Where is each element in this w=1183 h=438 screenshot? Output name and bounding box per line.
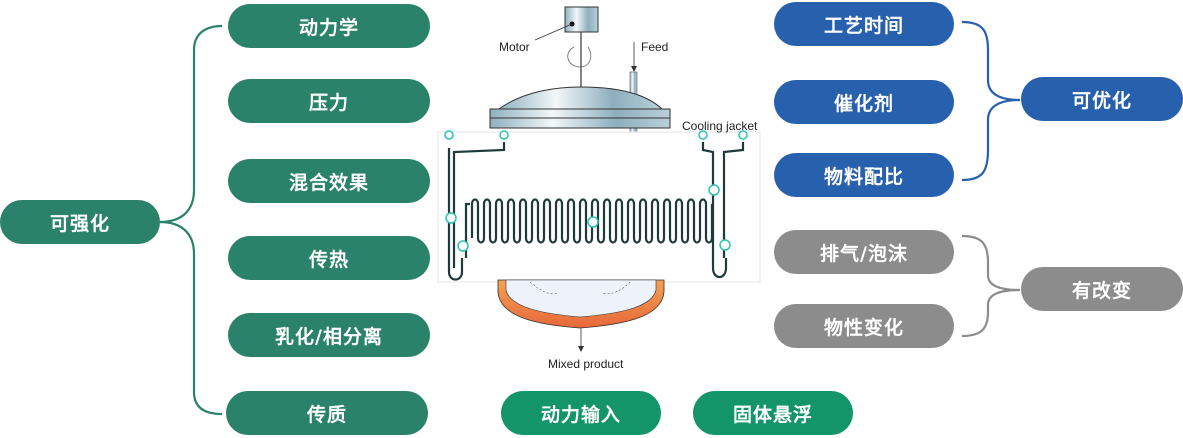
change-brace-lower <box>961 288 1021 338</box>
optimize-brace-upper <box>961 20 1021 102</box>
enhance-item-kinetics[interactable]: 动力学 <box>228 4 430 48</box>
optimize-item-ratio[interactable]: 物料配比 <box>774 153 954 197</box>
enhance-item-mixing[interactable]: 混合效果 <box>228 159 430 203</box>
change-item-property[interactable]: 物性变化 <box>774 304 954 348</box>
enhance-item-label: 混合效果 <box>288 171 369 194</box>
optimize-item-process-time[interactable]: 工艺时间 <box>774 2 954 46</box>
enhance-item-label: 传热 <box>308 248 349 271</box>
reactor-lid <box>497 86 664 110</box>
optimize-item-catalyst[interactable]: 催化剂 <box>774 80 954 124</box>
bottom-item-label: 动力输入 <box>540 403 621 426</box>
cooling-jacket-label: Cooling jacket <box>682 119 758 133</box>
enhance-root-node[interactable]: 可强化 <box>0 200 160 244</box>
optimize-root-label: 可优化 <box>1071 89 1132 112</box>
feed-label: Feed <box>641 40 669 54</box>
enhance-item-label: 乳化/相分离 <box>275 325 383 348</box>
enhance-item-label: 传质 <box>306 403 347 426</box>
optimize-root-node[interactable]: 可优化 <box>1021 77 1183 121</box>
motor-label: Motor <box>499 40 530 54</box>
optimize-item-label: 物料配比 <box>823 165 904 188</box>
mixed-product-label: Mixed product <box>548 357 624 371</box>
bottom-item-power-input[interactable]: 动力输入 <box>501 391 661 435</box>
optimize-item-label: 催化剂 <box>833 92 894 115</box>
reactor-illustration <box>437 6 761 352</box>
change-root-node[interactable]: 有改变 <box>1021 267 1183 311</box>
optimize-item-label: 工艺时间 <box>823 14 904 37</box>
enhance-item-label: 动力学 <box>298 16 359 39</box>
enhance-brace-lower <box>159 220 223 416</box>
motor-box <box>564 6 599 33</box>
change-item-label: 排气/泡沫 <box>820 242 908 265</box>
coil-markers <box>444 130 748 252</box>
enhance-item-mass-transfer[interactable]: 传质 <box>226 391 428 435</box>
bottom-item-solid-suspension[interactable]: 固体悬浮 <box>693 391 853 435</box>
change-item-foaming[interactable]: 排气/泡沫 <box>774 230 954 274</box>
bottom-item-label: 固体悬浮 <box>732 403 813 426</box>
enhance-item-heat-transfer[interactable]: 传热 <box>228 236 430 280</box>
enhance-item-label: 压力 <box>308 91 349 114</box>
reactor-diagram: Motor Feed Cooling jacket Mixed product <box>430 0 770 380</box>
enhance-root-label: 可强化 <box>49 212 110 235</box>
optimize-brace-lower <box>961 98 1021 182</box>
enhance-brace <box>159 24 223 224</box>
change-brace-upper <box>961 234 1021 292</box>
rotation-arrow <box>567 46 592 68</box>
enhance-item-emulsification[interactable]: 乳化/相分离 <box>228 313 430 357</box>
enhance-item-pressure[interactable]: 压力 <box>228 79 430 123</box>
change-item-label: 物性变化 <box>823 316 904 339</box>
change-root-label: 有改变 <box>1071 279 1132 302</box>
